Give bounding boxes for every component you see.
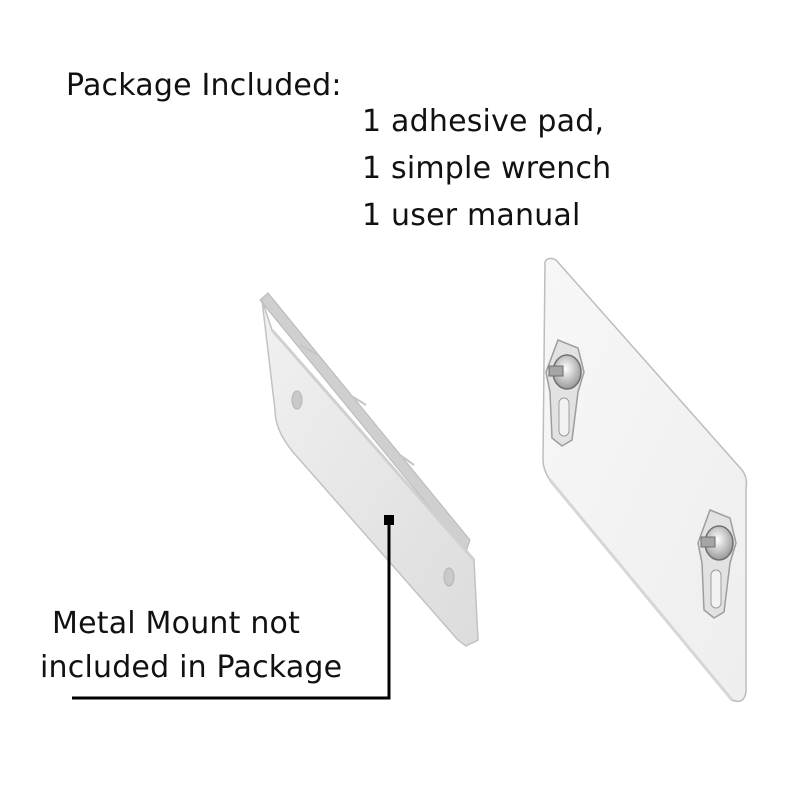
pad-screw (697, 509, 737, 619)
pad-screw (545, 339, 585, 447)
adhesive-pad (542, 257, 748, 703)
package-item-adhesive-pad: 1 adhesive pad, (362, 104, 605, 139)
callout-text-line-1: Metal Mount not (52, 606, 301, 641)
package-heading: Package Included: (66, 68, 342, 103)
callout-text-line-2: included in Package (40, 650, 343, 685)
callout-pointer (72, 515, 394, 700)
callout-line (72, 525, 391, 700)
mount-hole (291, 390, 303, 410)
mount-hole (443, 567, 455, 587)
package-item-wrench: 1 simple wrench (362, 151, 612, 186)
callout-marker (384, 515, 394, 525)
metal-mount (259, 292, 479, 647)
package-item-user-manual: 1 user manual (362, 198, 581, 233)
